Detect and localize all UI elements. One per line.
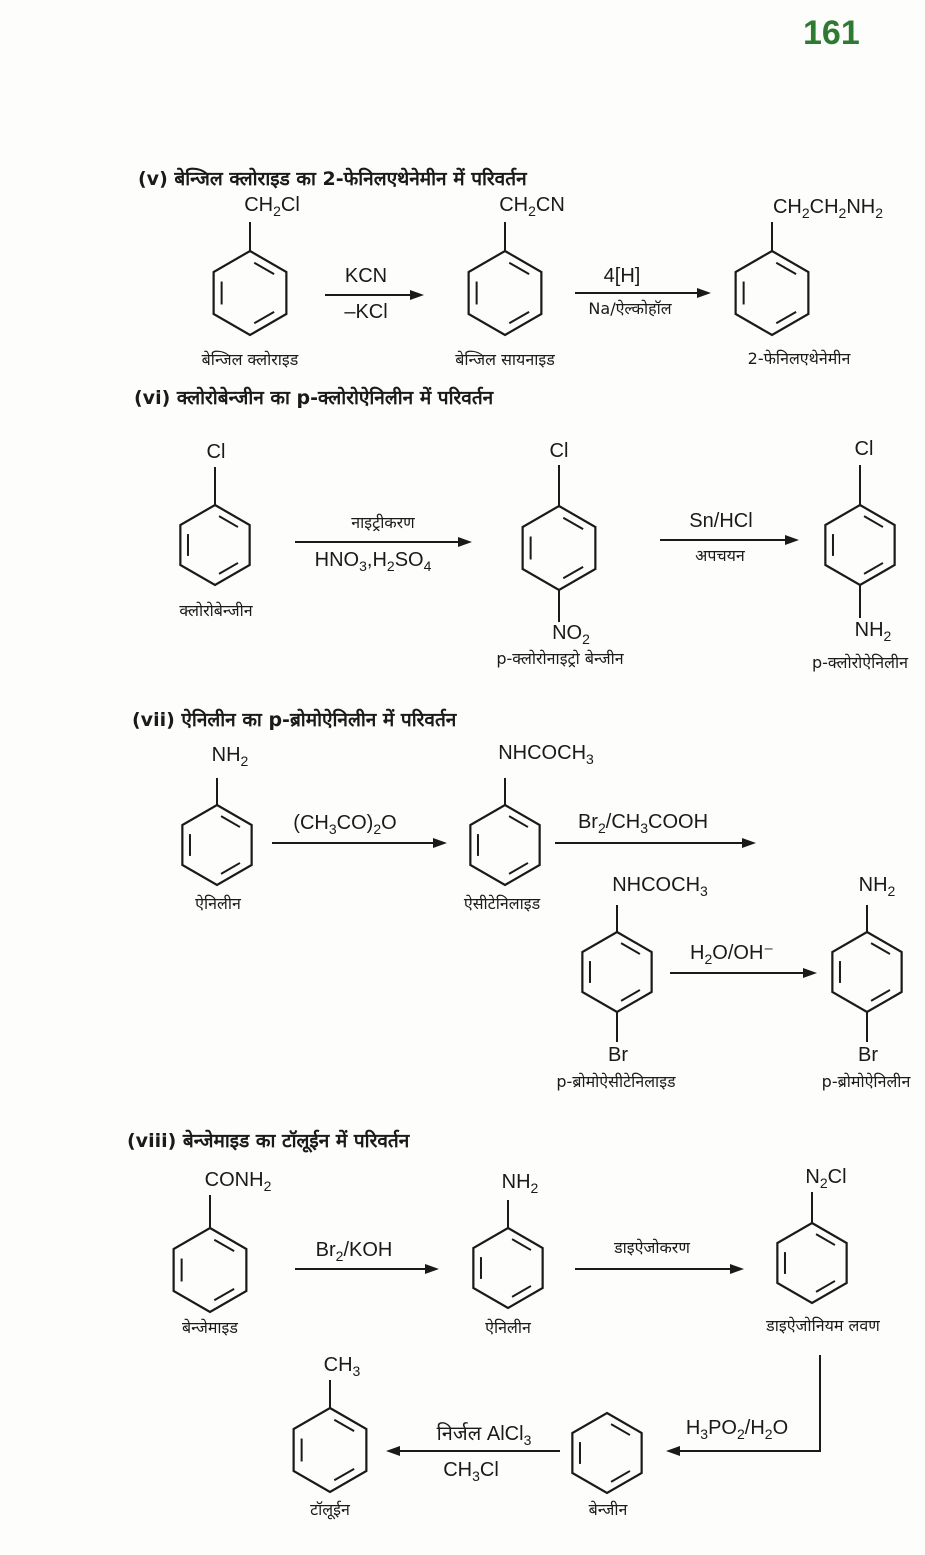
name-toluene: टॉलूईन [310, 1500, 350, 1519]
reagent-br2-koh: Br2/KOH [315, 1239, 393, 1264]
name-benzamide: बेन्जेमाइड [182, 1318, 238, 1337]
formula-br-1: Br [607, 1044, 629, 1066]
reagent-kcl: –KCl [344, 301, 388, 323]
reagent-diazotization: डाइऐजोकरण [614, 1238, 690, 1257]
arrow-head [803, 968, 817, 978]
section-heading-v: (v) बेन्जिल क्लोराइड का 2-फेनिलएथेनेमीन … [138, 168, 527, 190]
formula-nhcoch3: NHCOCH3 [498, 742, 594, 767]
arrow-head [386, 1446, 400, 1456]
formula-ch2ch2nh2: CH2CH2NH2 [772, 196, 884, 221]
reagent-kcn: KCN [344, 265, 388, 287]
name-benzyl-cyanide: बेन्जिल सायनाइड [455, 350, 555, 369]
benzene-ring [179, 503, 251, 587]
benzene-ring [521, 504, 597, 592]
benzene-ring [472, 1226, 544, 1310]
arrow-head [425, 1264, 439, 1274]
benzene-ring [467, 249, 543, 337]
reagent-4h: 4[H] [603, 265, 641, 287]
benzene-ring [734, 249, 810, 337]
formula-no2: NO2 [552, 622, 590, 647]
arrow-head [458, 537, 472, 547]
arrow-head [666, 1446, 680, 1456]
formula-cl-3: Cl [854, 438, 874, 460]
name-acetanilide: ऐसीटेनिलाइड [463, 894, 541, 913]
formula-conh2: CONH2 [204, 1169, 272, 1194]
name-p-chloronitrobenzene: p-क्लोरोनाइट्रो बेन्जीन [496, 649, 624, 668]
formula-nh2-para: NH2 [854, 619, 892, 644]
name-p-chloroaniline: p-क्लोरोऐनिलीन [811, 653, 909, 672]
arrow-head [697, 288, 711, 298]
benzene-ring [571, 1411, 643, 1495]
section-heading-viii: (viii) बेन्जेमाइड का टॉलूईन में परिवर्तन [127, 1130, 410, 1152]
arrow-head [730, 1264, 744, 1274]
arrow-head [410, 290, 424, 300]
formula-ch2cl: CH2Cl [244, 194, 300, 219]
formula-cl-1: Cl [206, 441, 226, 463]
formula-n2cl: N2Cl [805, 1166, 847, 1191]
section-heading-vi: (vi) क्लोरोबेन्जीन का p-क्लोरोऐनिलीन में… [134, 387, 494, 409]
formula-ch2cn: CH2CN [499, 194, 565, 219]
reagent-nitration: नाइट्रीकरण [351, 513, 415, 532]
reagent-hno3-h2so4: HNO3,H2SO4 [314, 549, 432, 574]
formula-br-2: Br [857, 1044, 879, 1066]
reagent-na-alcohol: Na/ऐल्कोहॉल [588, 299, 672, 318]
reagent-acetic-anhydride: (CH3CO)2O [293, 812, 397, 837]
formula-nh2-bromoaniline: NH2 [858, 874, 896, 899]
reagent-reduction: अपचयन [695, 546, 745, 565]
benzene-ring [469, 803, 541, 887]
page-number: 161 [803, 14, 860, 52]
benzene-ring [581, 930, 653, 1014]
formula-ch3: CH3 [323, 1354, 361, 1379]
arrow-head [433, 838, 447, 848]
reagent-sn-hcl: Sn/HCl [689, 510, 753, 532]
name-p-bromoacetanilide: p-ब्रोमोऐसीटेनिलाइड [556, 1072, 676, 1091]
arrow-head [742, 838, 756, 848]
reagent-br2-ch3cooh: Br2/CH3COOH [577, 811, 709, 836]
benzene-ring [292, 1406, 368, 1494]
section-heading-vii: (vii) ऐनिलीन का p-ब्रोमोऐनिलीन में परिवर… [132, 709, 457, 731]
benzene-ring [212, 249, 288, 337]
reagent-h3po2-h2o: H3PO2/H2O [685, 1417, 789, 1442]
name-aniline-viii: ऐनिलीन [485, 1318, 531, 1337]
reagent-ch3cl: CH3Cl [443, 1459, 499, 1484]
name-aniline: ऐनिलीन [195, 894, 241, 913]
benzene-ring [181, 803, 253, 887]
name-benzyl-chloride: बेन्जिल क्लोराइड [201, 350, 299, 369]
benzene-ring [831, 930, 903, 1014]
arrow-head [785, 535, 799, 545]
name-p-bromoaniline: p-ब्रोमोऐनिलीन [821, 1072, 911, 1091]
benzene-ring [172, 1226, 248, 1314]
name-chlorobenzene: क्लोरोबेन्जीन [179, 601, 253, 620]
formula-cl-2: Cl [549, 440, 569, 462]
formula-nh2-aniline: NH2 [211, 744, 249, 769]
name-diazonium-salt: डाइऐजोनियम लवण [766, 1316, 880, 1335]
reagent-anhydrous-alcl3: निर्जल AlCl3 [436, 1423, 532, 1448]
reagent-h2o-oh: H2O/OH⁻ [690, 942, 774, 967]
name-benzene: बेन्जीन [588, 1500, 628, 1519]
formula-nh2-viii: NH2 [501, 1171, 539, 1196]
name-phenylethanamine: 2-फेनिलएथेनेमीन [747, 349, 851, 368]
benzene-ring [824, 503, 896, 587]
formula-nhcoch3-2: NHCOCH3 [612, 874, 708, 899]
benzene-ring [776, 1221, 848, 1305]
